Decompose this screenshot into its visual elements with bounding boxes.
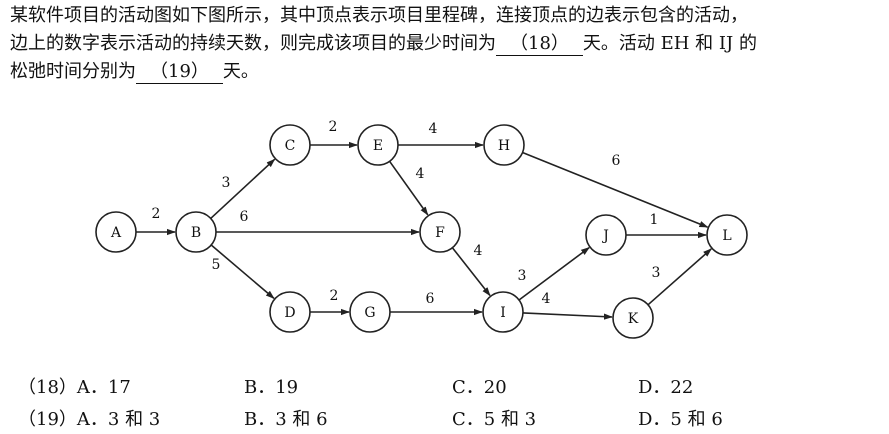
node-circle-J xyxy=(585,214,627,256)
node-label-A: A xyxy=(110,225,122,241)
node-D: D xyxy=(269,291,311,333)
question-line-3-post: 天。 xyxy=(222,61,259,82)
node-label-D: D xyxy=(284,305,295,321)
node-label-F: F xyxy=(435,225,445,241)
edge-B-C xyxy=(210,158,276,219)
edge-F-I xyxy=(451,247,491,297)
question-line-2-post: 天。活动 EH 和 IJ 的 xyxy=(582,33,757,54)
edge-weight-B-F: 6 xyxy=(240,209,249,225)
edge-weight-K-L: 3 xyxy=(652,265,661,281)
question-line-3-pre: 松弛时间分别为 xyxy=(10,61,136,82)
option-18-a[interactable]: （18）A．17 xyxy=(18,377,131,398)
option-19-b[interactable]: B．3 和 6 xyxy=(244,409,328,430)
node-label-H: H xyxy=(498,138,510,154)
node-G: G xyxy=(349,291,391,333)
question-line-3: 松弛时间分别为（19）天。 xyxy=(10,58,885,86)
edge-weight-I-J: 3 xyxy=(518,268,527,284)
edge-weight-E-H: 4 xyxy=(429,121,438,137)
node-circle-K xyxy=(612,297,654,339)
node-circle-E xyxy=(357,124,399,166)
edge-weight-D-G: 2 xyxy=(330,288,339,304)
option-19-c[interactable]: C．5 和 3 xyxy=(452,409,537,430)
nodes-layer: A B C D E F G H I J K L xyxy=(95,124,748,339)
edge-weight-E-F: 4 xyxy=(416,166,425,182)
node-circle-F xyxy=(419,211,461,253)
node-circle-L xyxy=(706,214,748,256)
question-line-1: 某软件项目的活动图如下图所示，其中顶点表示项目里程碑，连接顶点的边表示包含的活动… xyxy=(10,2,885,30)
edge-weight-F-I: 4 xyxy=(474,243,483,259)
question-line-1-text: 某软件项目的活动图如下图所示，其中顶点表示项目里程碑，连接顶点的边表示包含的活动… xyxy=(10,5,748,26)
question-line-2: 边上的数字表示活动的持续天数，则完成该项目的最少时间为（18）天。活动 EH 和… xyxy=(10,30,885,58)
blank-18: （18） xyxy=(496,33,583,56)
blank-19: （19） xyxy=(136,61,223,84)
node-label-L: L xyxy=(722,228,731,244)
node-label-G: G xyxy=(364,305,375,321)
node-B: B xyxy=(175,211,217,253)
edge-I-K xyxy=(522,312,613,320)
option-19-d[interactable]: D．5 和 6 xyxy=(638,409,723,430)
node-L: L xyxy=(706,214,748,256)
node-C: C xyxy=(269,124,311,166)
edge-I-J xyxy=(518,246,590,301)
node-circle-G xyxy=(349,291,391,333)
edge-H-L xyxy=(522,151,709,228)
node-A: A xyxy=(95,211,137,253)
node-label-E: E xyxy=(373,138,383,154)
node-circle-A xyxy=(95,211,137,253)
node-circle-D xyxy=(269,291,311,333)
option-18-c[interactable]: C．20 xyxy=(452,377,507,398)
edge-weight-C-E: 2 xyxy=(329,119,338,135)
edge-B-D xyxy=(210,244,275,300)
node-K: K xyxy=(612,297,654,339)
node-label-B: B xyxy=(191,225,201,241)
edge-weight-H-L: 6 xyxy=(612,153,621,169)
node-F: F xyxy=(419,211,461,253)
node-circle-C xyxy=(269,124,311,166)
question-line-2-pre: 边上的数字表示活动的持续天数，则完成该项目的最少时间为 xyxy=(10,33,496,54)
node-label-K: K xyxy=(628,311,639,327)
edge-weight-B-C: 3 xyxy=(222,175,231,191)
edge-K-L xyxy=(647,248,712,306)
edge-weight-J-L: 1 xyxy=(650,212,659,228)
node-circle-H xyxy=(483,124,525,166)
node-E: E xyxy=(357,124,399,166)
edge-E-F xyxy=(388,160,429,216)
node-label-J: J xyxy=(601,228,609,244)
edge-weight-B-D: 5 xyxy=(212,257,221,273)
option-18-d[interactable]: D．22 xyxy=(638,377,694,398)
node-circle-I xyxy=(482,291,524,333)
node-label-C: C xyxy=(285,138,296,154)
node-I: I xyxy=(482,291,524,333)
node-H: H xyxy=(483,124,525,166)
node-J: J xyxy=(585,214,627,256)
question-text: 某软件项目的活动图如下图所示，其中顶点表示项目里程碑，连接顶点的边表示包含的活动… xyxy=(10,2,885,86)
option-19-a[interactable]: （19）A．3 和 3 xyxy=(18,409,161,430)
node-label-I: I xyxy=(500,305,506,321)
node-circle-B xyxy=(175,211,217,253)
option-18-b[interactable]: B．19 xyxy=(244,377,299,398)
edge-weight-G-I: 6 xyxy=(426,291,435,307)
edge-weight-A-B: 2 xyxy=(152,206,161,222)
edge-weight-I-K: 4 xyxy=(542,291,551,307)
